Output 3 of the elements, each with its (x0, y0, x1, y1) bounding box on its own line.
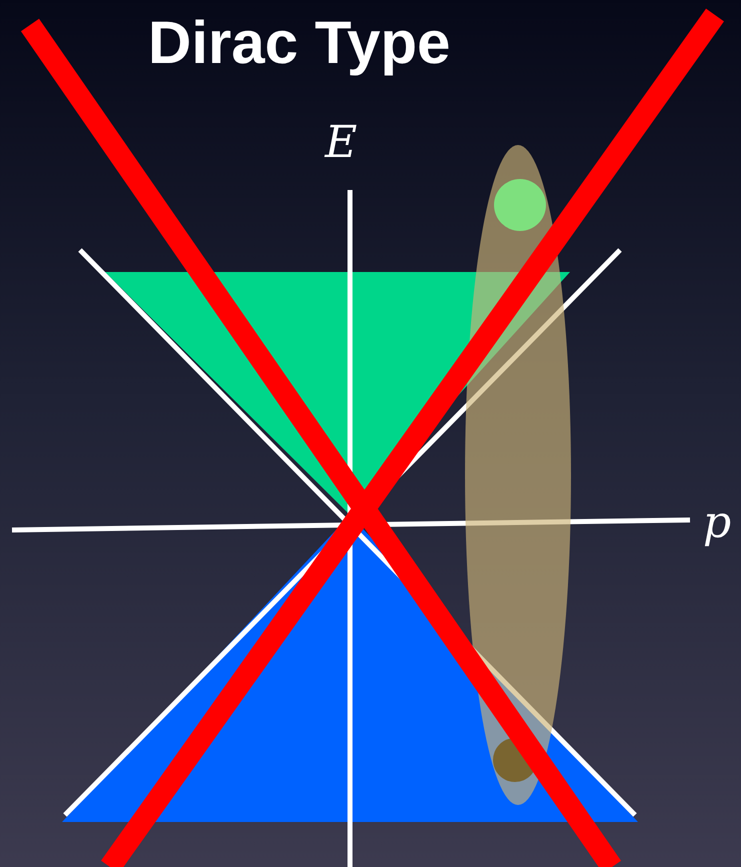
title: Dirac Type (148, 8, 450, 78)
axis-label: E (325, 118, 358, 168)
axis-label: p (703, 498, 732, 548)
